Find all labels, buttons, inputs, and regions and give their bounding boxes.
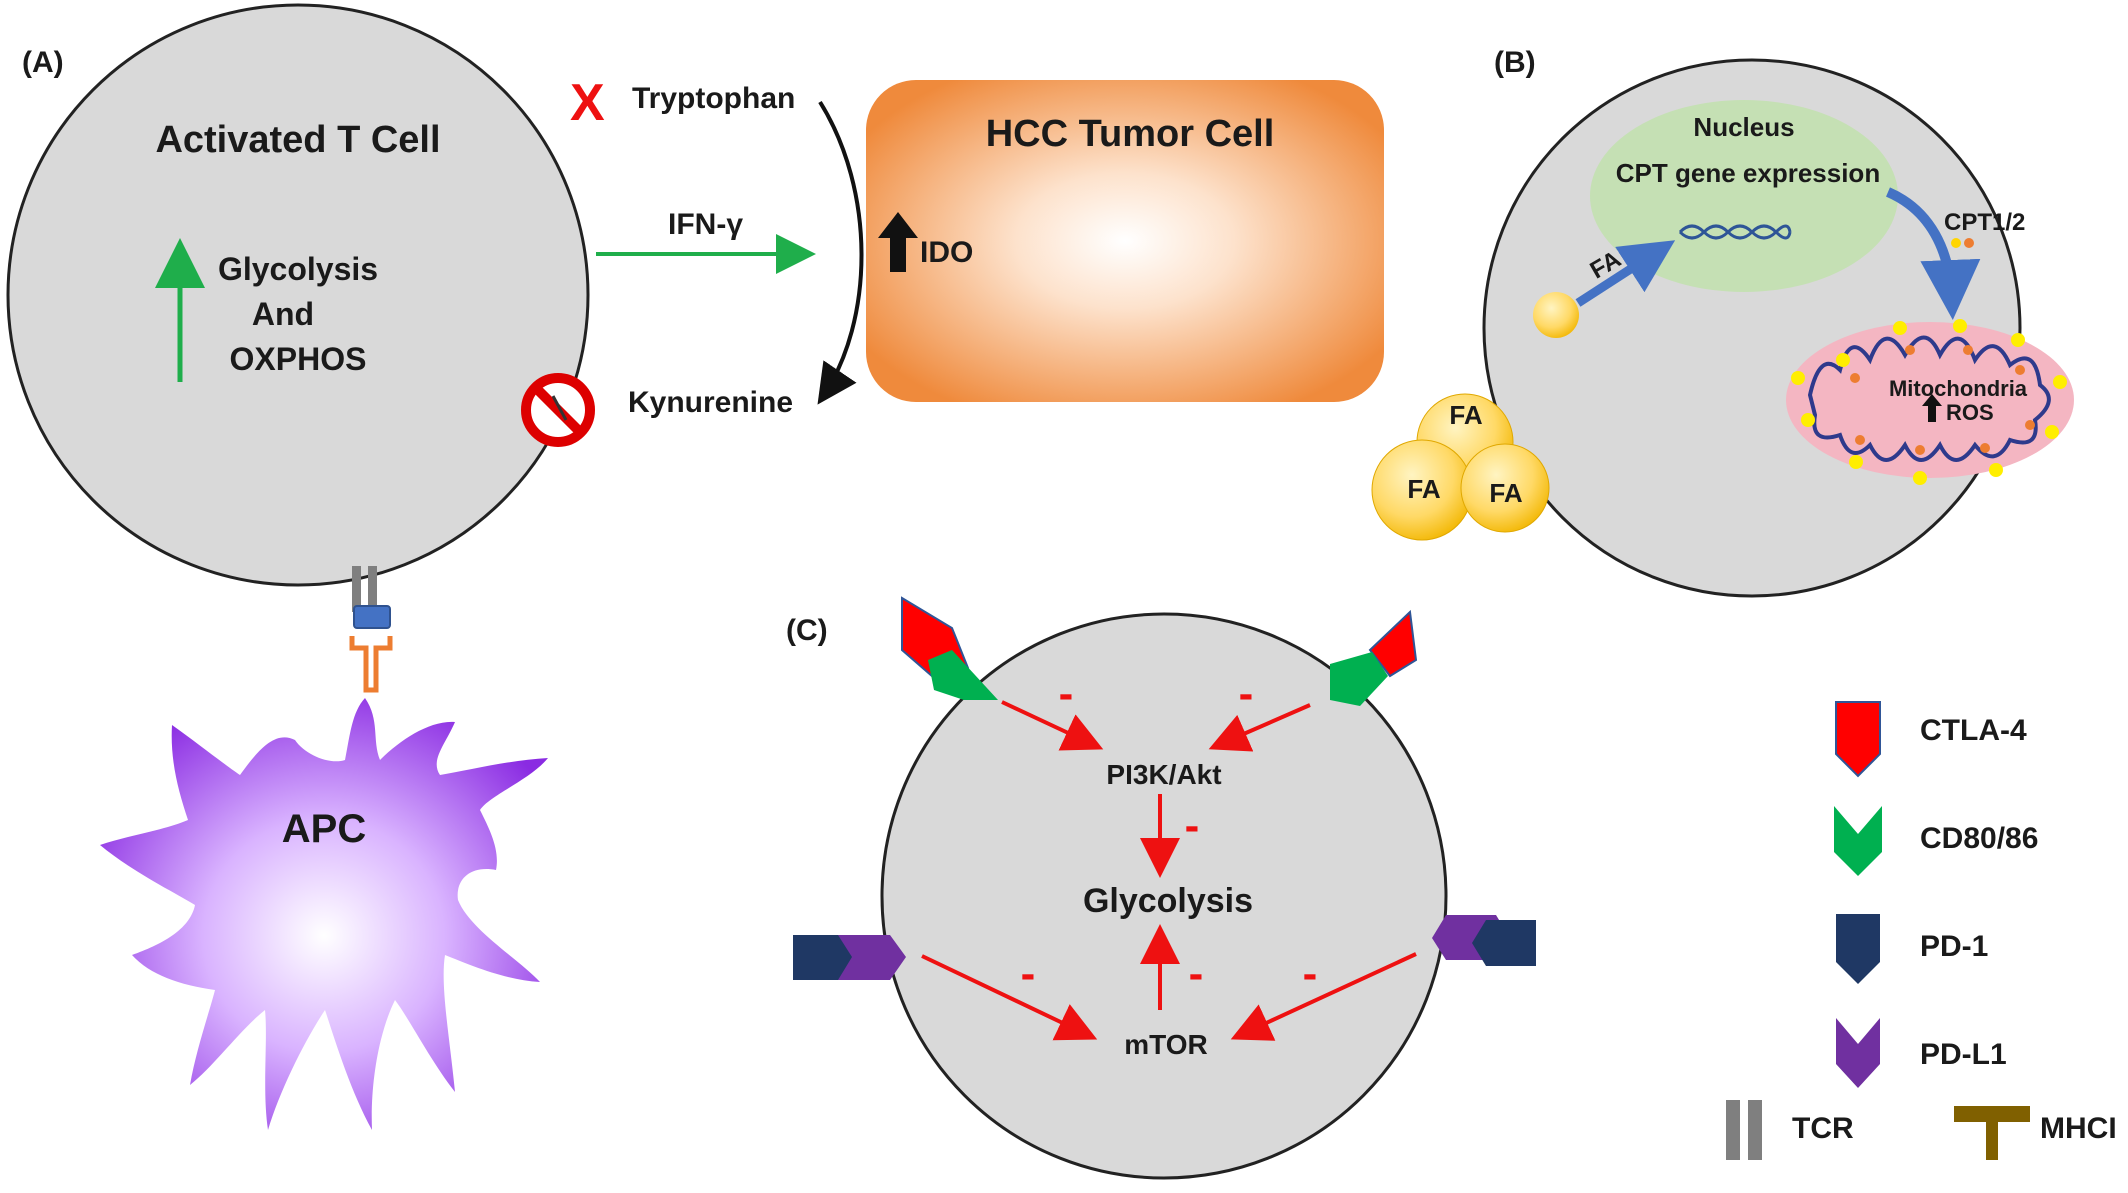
panel-a: (A) Activated T Cell Glycolysis And OXPH… <box>6 3 1384 1130</box>
tcr-mhc-synapse <box>349 566 393 693</box>
pd1-legend-icon <box>1836 914 1880 984</box>
hcc-tumor-title: HCC Tumor Cell <box>986 113 1275 155</box>
legend-pd1-label: PD-1 <box>1920 930 1988 963</box>
arrow-left-to-pi3k <box>1001 700 1104 751</box>
cpt-gene-expression-label: CPT gene expression <box>1616 158 1880 188</box>
ifn-gamma-label: IFN-γ <box>668 208 743 241</box>
metabolism-line-3: OXPHOS <box>230 341 367 377</box>
cpt1-dot <box>1951 238 1961 248</box>
panel-c: (C) - - - - - <box>786 596 1536 1180</box>
fa-drop-label-1: FA <box>1449 400 1482 430</box>
prohibition-icon <box>521 373 595 447</box>
cpt2-dot <box>1964 238 1974 248</box>
panel-b-label: (B) <box>1494 46 1536 79</box>
mhci-legend-icon <box>1954 1106 2030 1160</box>
tcr-legend-icon-bar-2 <box>1748 1100 1762 1160</box>
legend-item-mhci: MHCI <box>1954 1106 2117 1160</box>
legend-cd8086-label: CD80/86 <box>1920 822 2038 855</box>
arrow-right-to-mtor <box>1230 952 1417 1041</box>
pd1-pdl1-pair-left <box>793 935 906 980</box>
dna-helix-icon <box>1678 224 1792 240</box>
minus-sign-1: - <box>1059 669 1074 718</box>
minus-sign-6: - <box>1303 949 1318 998</box>
pi3k-akt-label: PI3K/Akt <box>1106 759 1221 790</box>
legend-item-cd8086: CD80/86 <box>1834 806 2038 876</box>
tcr-legend-icon-bar-1 <box>1726 1100 1740 1160</box>
fa-droplet-small <box>1533 292 1579 338</box>
tryptophan-to-kynurenine-arrow <box>817 100 864 405</box>
apc-cell <box>100 698 548 1130</box>
ctla4-cd80-pair-left <box>901 596 998 700</box>
mtor-label: mTOR <box>1124 1029 1208 1060</box>
kynurenine-label: Kynurenine <box>628 386 793 419</box>
t-cell-title: Activated T Cell <box>155 119 440 161</box>
ctla4-cd80-pair-right <box>1330 609 1418 706</box>
metabolism-line-2: And <box>252 296 314 332</box>
mitochondria-label: Mitochondria <box>1889 376 2028 401</box>
legend: CTLA-4 CD80/86 PD-1 PD-L1 TCR MHCI <box>1726 701 2117 1160</box>
legend-item-pd1: PD-1 <box>1836 914 1988 984</box>
legend-ctla4-label: CTLA-4 <box>1920 714 2027 747</box>
ido-up-arrow-icon <box>878 212 918 272</box>
nucleus-label: Nucleus <box>1693 112 1794 142</box>
legend-item-tcr: TCR <box>1726 1100 1854 1160</box>
pd1-pdl1-pair-right <box>1432 915 1536 966</box>
panel-b: (B) Nucleus CPT gene expression FA CPT1/… <box>1371 46 2074 598</box>
minus-sign-5: - <box>1189 949 1204 998</box>
tryptophan-label: Tryptophan <box>632 82 795 115</box>
ros-up-arrow-icon <box>1922 394 1942 422</box>
cd8086-legend-icon <box>1834 806 1882 876</box>
glycolysis-label: Glycolysis <box>1083 882 1253 920</box>
minus-sign-2: - <box>1239 669 1254 718</box>
minus-sign-4: - <box>1021 949 1036 998</box>
cpt12-label: CPT1/2 <box>1944 209 2025 236</box>
pdl1-legend-icon <box>1836 1018 1880 1088</box>
panel-c-label: (C) <box>786 614 828 647</box>
legend-tcr-label: TCR <box>1792 1112 1854 1145</box>
legend-item-pdl1: PD-L1 <box>1836 1018 2007 1088</box>
metabolism-line-1: Glycolysis <box>218 251 378 287</box>
ido-label: IDO <box>920 236 973 269</box>
legend-pdl1-label: PD-L1 <box>1920 1038 2007 1071</box>
hcc-tumor-cell <box>866 80 1384 402</box>
panel-a-label: (A) <box>22 46 64 79</box>
activated-t-cell <box>6 3 590 587</box>
fa-droplet-cluster <box>1371 393 1550 541</box>
red-x-icon: X <box>570 74 605 132</box>
minus-sign-3: - <box>1185 801 1200 850</box>
legend-mhci-label: MHCI <box>2040 1112 2117 1145</box>
fa-drop-label-2: FA <box>1407 474 1440 504</box>
arrow-left-to-mtor <box>921 954 1098 1041</box>
fa-drop-label-3: FA <box>1489 478 1522 508</box>
panel-c-cell <box>880 612 1448 1180</box>
ctla4-legend-icon <box>1835 701 1881 778</box>
ros-label: ROS <box>1946 400 1994 425</box>
legend-item-ctla4: CTLA-4 <box>1835 701 2027 778</box>
cpt-to-mitochondria-arrow <box>1885 187 1981 320</box>
fa-import-arrow <box>1575 240 1676 307</box>
arrow-right-to-pi3k <box>1208 703 1311 752</box>
apc-label: APC <box>282 807 366 851</box>
